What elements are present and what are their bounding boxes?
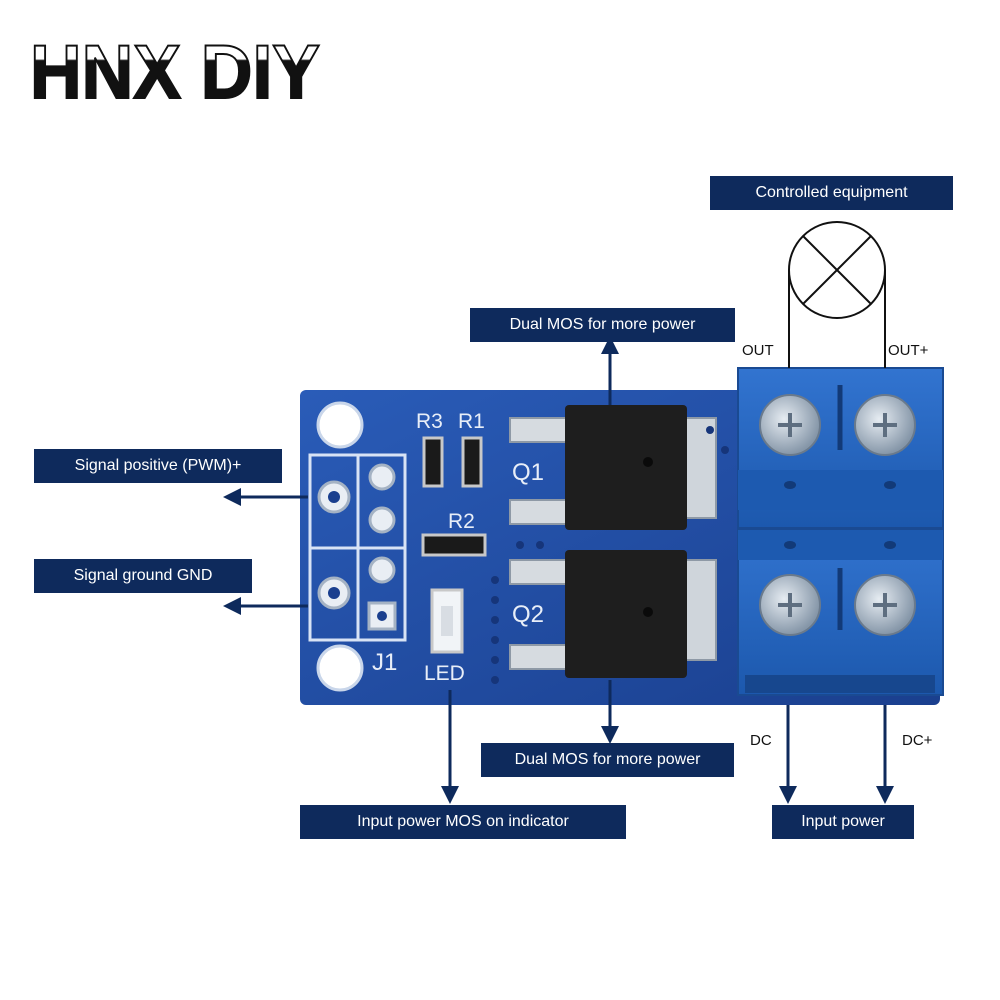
j1-pad-6 xyxy=(367,601,397,631)
j1-pad-4 xyxy=(368,506,396,534)
q1-leg-2 xyxy=(509,499,571,525)
resistor-r3 xyxy=(422,436,444,488)
mounting-hole-top xyxy=(316,401,364,449)
silk-j1: J1 xyxy=(372,649,397,676)
label-signal-ground: Signal ground GND xyxy=(34,559,252,593)
mosfet-q2 xyxy=(565,550,687,678)
label-input-power: Input power xyxy=(772,805,914,839)
label-dual-mos-top: Dual MOS for more power xyxy=(470,308,735,342)
label-led-indicator: Input power MOS on indicator xyxy=(300,805,626,839)
mosfet-q1 xyxy=(565,405,687,530)
lamp-symbol xyxy=(788,221,886,368)
j1-pad-5 xyxy=(368,556,396,584)
label-dc: DC xyxy=(750,732,772,749)
resistor-r1 xyxy=(461,436,483,488)
label-out: OUT xyxy=(742,342,774,359)
j1-pad-3 xyxy=(368,463,396,491)
label-signal-positive: Signal positive (PWM)+ xyxy=(34,449,282,483)
silk-q1: Q1 xyxy=(512,459,544,486)
resistor-r2 xyxy=(421,533,487,557)
q1-leg-1 xyxy=(509,417,571,443)
brand-logo: HNX DIY xyxy=(30,34,330,104)
logo-text: HNX DIY xyxy=(30,34,320,104)
label-dual-mos-bottom: Dual MOS for more power xyxy=(481,743,734,777)
arrows xyxy=(223,336,894,804)
label-controlled-equipment: Controlled equipment xyxy=(710,176,953,210)
silk-r2: R2 xyxy=(448,510,475,533)
mounting-hole-bottom xyxy=(316,644,364,692)
silk-q2: Q2 xyxy=(512,601,544,628)
silk-r1: R1 xyxy=(458,410,485,433)
label-dc-plus: DC+ xyxy=(902,732,933,749)
silk-r3: R3 xyxy=(416,410,443,433)
silk-led: LED xyxy=(424,662,465,685)
q2-leg-2 xyxy=(509,644,571,670)
q2-leg-1 xyxy=(509,559,571,585)
label-out-plus: OUT+ xyxy=(888,342,929,359)
